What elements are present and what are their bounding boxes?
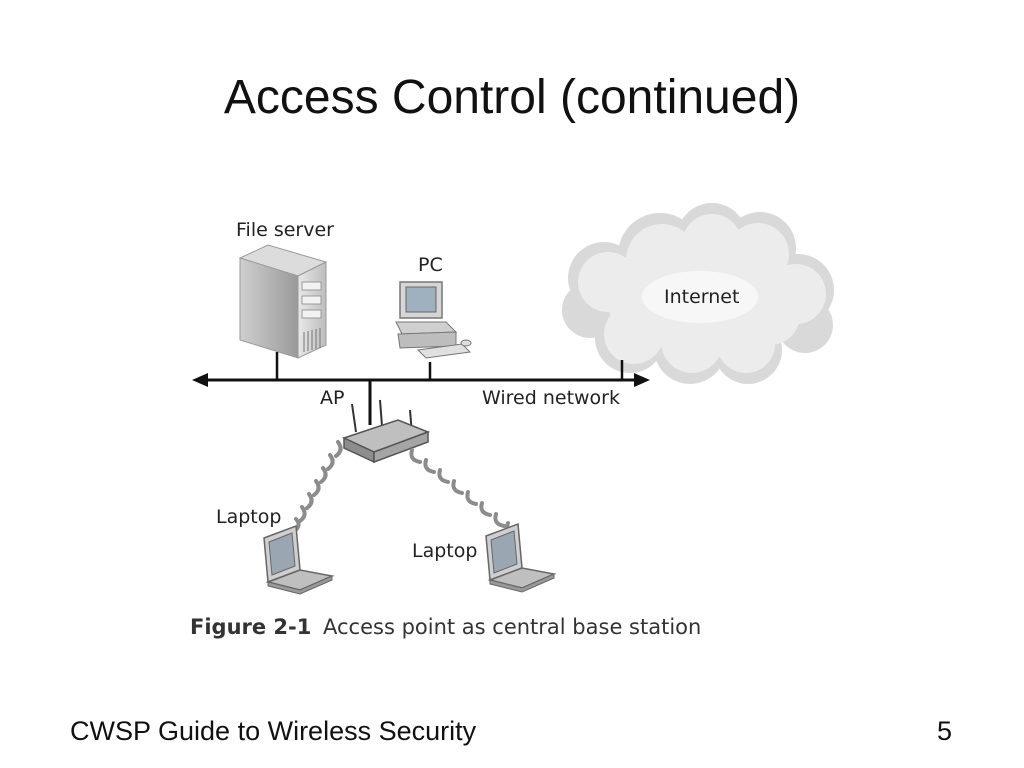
slide-title: Access Control (continued) (223, 71, 801, 124)
laptop-left-label: Laptop (216, 506, 281, 528)
laptop-right-icon (485, 522, 557, 593)
wireless-signal-left-icon (292, 440, 343, 533)
figure-caption-text: Access point as central base station (323, 615, 701, 639)
page-number: 5 (936, 716, 952, 746)
laptop-right-label: Laptop (412, 540, 477, 562)
access-point-icon (341, 399, 431, 464)
pc-icon (395, 281, 472, 359)
wired-network-label: Wired network (482, 387, 620, 409)
wireless-signal-right-icon (409, 448, 517, 536)
file-server-icon (238, 244, 328, 359)
pc-label: PC (418, 254, 443, 276)
wired-network-line (192, 352, 650, 425)
slide-footer: CWSP Guide to Wireless Security (70, 716, 477, 746)
file-server-label: File server (236, 219, 334, 241)
laptop-left-icon (263, 524, 335, 595)
ap-label: AP (320, 387, 344, 409)
figure-caption-number: Figure 2-1 (190, 615, 311, 639)
internet-label: Internet (664, 286, 739, 308)
internet-cloud-icon (562, 203, 834, 384)
